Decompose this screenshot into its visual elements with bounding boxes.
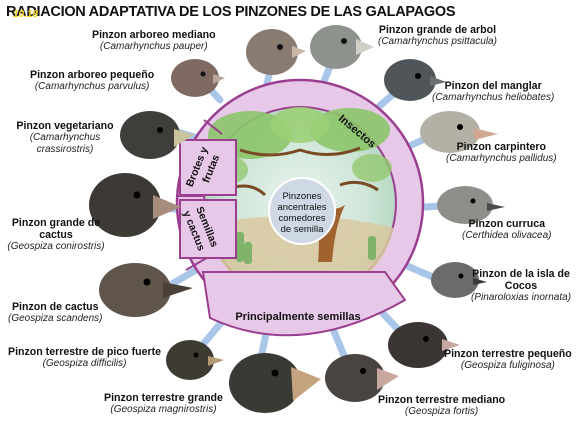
finch-2-scientific: (Camarhynchus psittacula): [378, 36, 497, 47]
finch-2-common: Pinzon grande de arbol: [378, 24, 497, 36]
finch-label-9: Pinzon de cactus (Geospiza scandens): [8, 301, 103, 325]
brotes-box: [179, 139, 237, 196]
finch-11-scientific: (Geospiza difficilis): [42, 358, 127, 369]
finch-4-scientific: (Camarhynchus heliobates): [432, 92, 555, 103]
finch-10-scientific: (Pinaroloxias inornata): [470, 292, 572, 303]
finch-10-common: Pinzon de la isla de Cocos: [472, 268, 570, 292]
finch-6-common: Pinzon carpintero: [456, 141, 547, 153]
finch-14-common: Pinzon terrestre mediano: [378, 394, 506, 406]
finch-head-1: [246, 29, 306, 75]
center-circle: [268, 177, 336, 245]
finch-label-2: Pinzon grande de arbol (Camarhynchus psi…: [378, 24, 497, 48]
finch-label-4: Pinzon del manglar (Camarhynchus helioba…: [432, 80, 554, 104]
finch-3-scientific: (Camarhynchus parvulus): [34, 81, 150, 92]
finch-label-6: Pinzon carpintero (Camarhynchus pallidus…: [446, 141, 557, 165]
finch-12-scientific: (Geospiza fuliginosa): [460, 360, 555, 371]
finch-label-10: Pinzon de la isla de Cocos (Pinaroloxias…: [462, 268, 580, 304]
finch-heads: [89, 25, 505, 413]
finch-head-14: [325, 354, 399, 402]
page-title: RADIACION ADAPTATIVA DE LOS PINZONES DE …: [6, 4, 456, 20]
semillas-box: [179, 199, 237, 259]
finch-9-common: Pinzon de cactus: [11, 301, 99, 313]
finch-9-scientific: (Geospiza scandens): [8, 313, 103, 324]
finch-head-6: [420, 111, 498, 153]
center-line-3: comedores: [279, 213, 326, 224]
finch-13-scientific: (Geospiza magnirostris): [110, 404, 217, 415]
finch-5-scientific: (Camarhynchus crassirostris): [29, 132, 101, 155]
finch-head-9: [99, 263, 193, 317]
finch-label-5: Pinzon vegetariano (Camarhynchus crassir…: [14, 120, 116, 156]
finch-head-7: [89, 173, 181, 237]
finch-5-common: Pinzon vegetariano: [16, 120, 114, 132]
principal-band: [201, 271, 407, 337]
finch-11-common: Pinzon terrestre de pico fuerte: [8, 346, 162, 358]
finch-1-scientific: (Camarhynchus pauper): [99, 41, 208, 52]
finch-7-scientific: (Geospiza conirostris): [7, 241, 105, 252]
finch-head-11: [166, 340, 224, 380]
cactus: [236, 232, 376, 264]
finch-head-5: [120, 111, 194, 159]
finch-label-14: Pinzon terrestre mediano (Geospiza forti…: [378, 394, 505, 418]
finch-label-11: Pinzon terrestre de pico fuerte (Geospiz…: [8, 346, 161, 370]
finch-1-common: Pinzon arboreo mediano: [92, 29, 216, 41]
finch-label-1: Pinzon arboreo mediano (Camarhynchus pau…: [92, 29, 216, 53]
figure-number-badge: 10.18: [13, 9, 39, 20]
finch-head-4: [384, 59, 446, 101]
finch-head-12: [388, 322, 460, 368]
finch-3-common: Pinzon arboreo pequeño: [30, 69, 155, 81]
finch-14-scientific: (Geospiza fortis): [404, 406, 479, 417]
finch-head-13: [229, 353, 321, 413]
finch-7-common: Pinzon grande de cactus: [11, 217, 101, 241]
finch-head-8: [437, 186, 505, 224]
finch-head-2: [310, 25, 374, 69]
finch-label-3: Pinzon arboreo pequeño (Camarhynchus par…: [30, 69, 154, 93]
finch-8-common: Pinzon curruca: [468, 218, 546, 230]
finch-label-13: Pinzon terrestre grande (Geospiza magnir…: [104, 392, 223, 416]
finch-8-scientific: (Certhidea olivacea): [462, 230, 552, 241]
label-principal: Principalmente semillas: [235, 311, 360, 323]
center-line-4: de semilla: [281, 224, 324, 235]
finch-label-8: Pinzon curruca (Certhidea olivacea): [462, 218, 552, 242]
finch-12-common: Pinzon terrestre pequeño: [444, 348, 572, 360]
finch-4-common: Pinzon del manglar: [444, 80, 542, 92]
finch-13-common: Pinzon terrestre grande: [104, 392, 223, 404]
finch-label-7: Pinzon grande de cactus (Geospiza coniro…: [6, 217, 106, 253]
finch-head-10: [431, 262, 487, 298]
finch-head-3: [171, 59, 225, 97]
center-line-2: ancentrales: [277, 202, 326, 213]
finch-label-12: Pinzon terrestre pequeño (Geospiza fulig…: [444, 348, 572, 372]
center-line-1: Pinzones: [282, 191, 321, 202]
finch-6-scientific: (Camarhynchus pallidus): [446, 153, 557, 164]
